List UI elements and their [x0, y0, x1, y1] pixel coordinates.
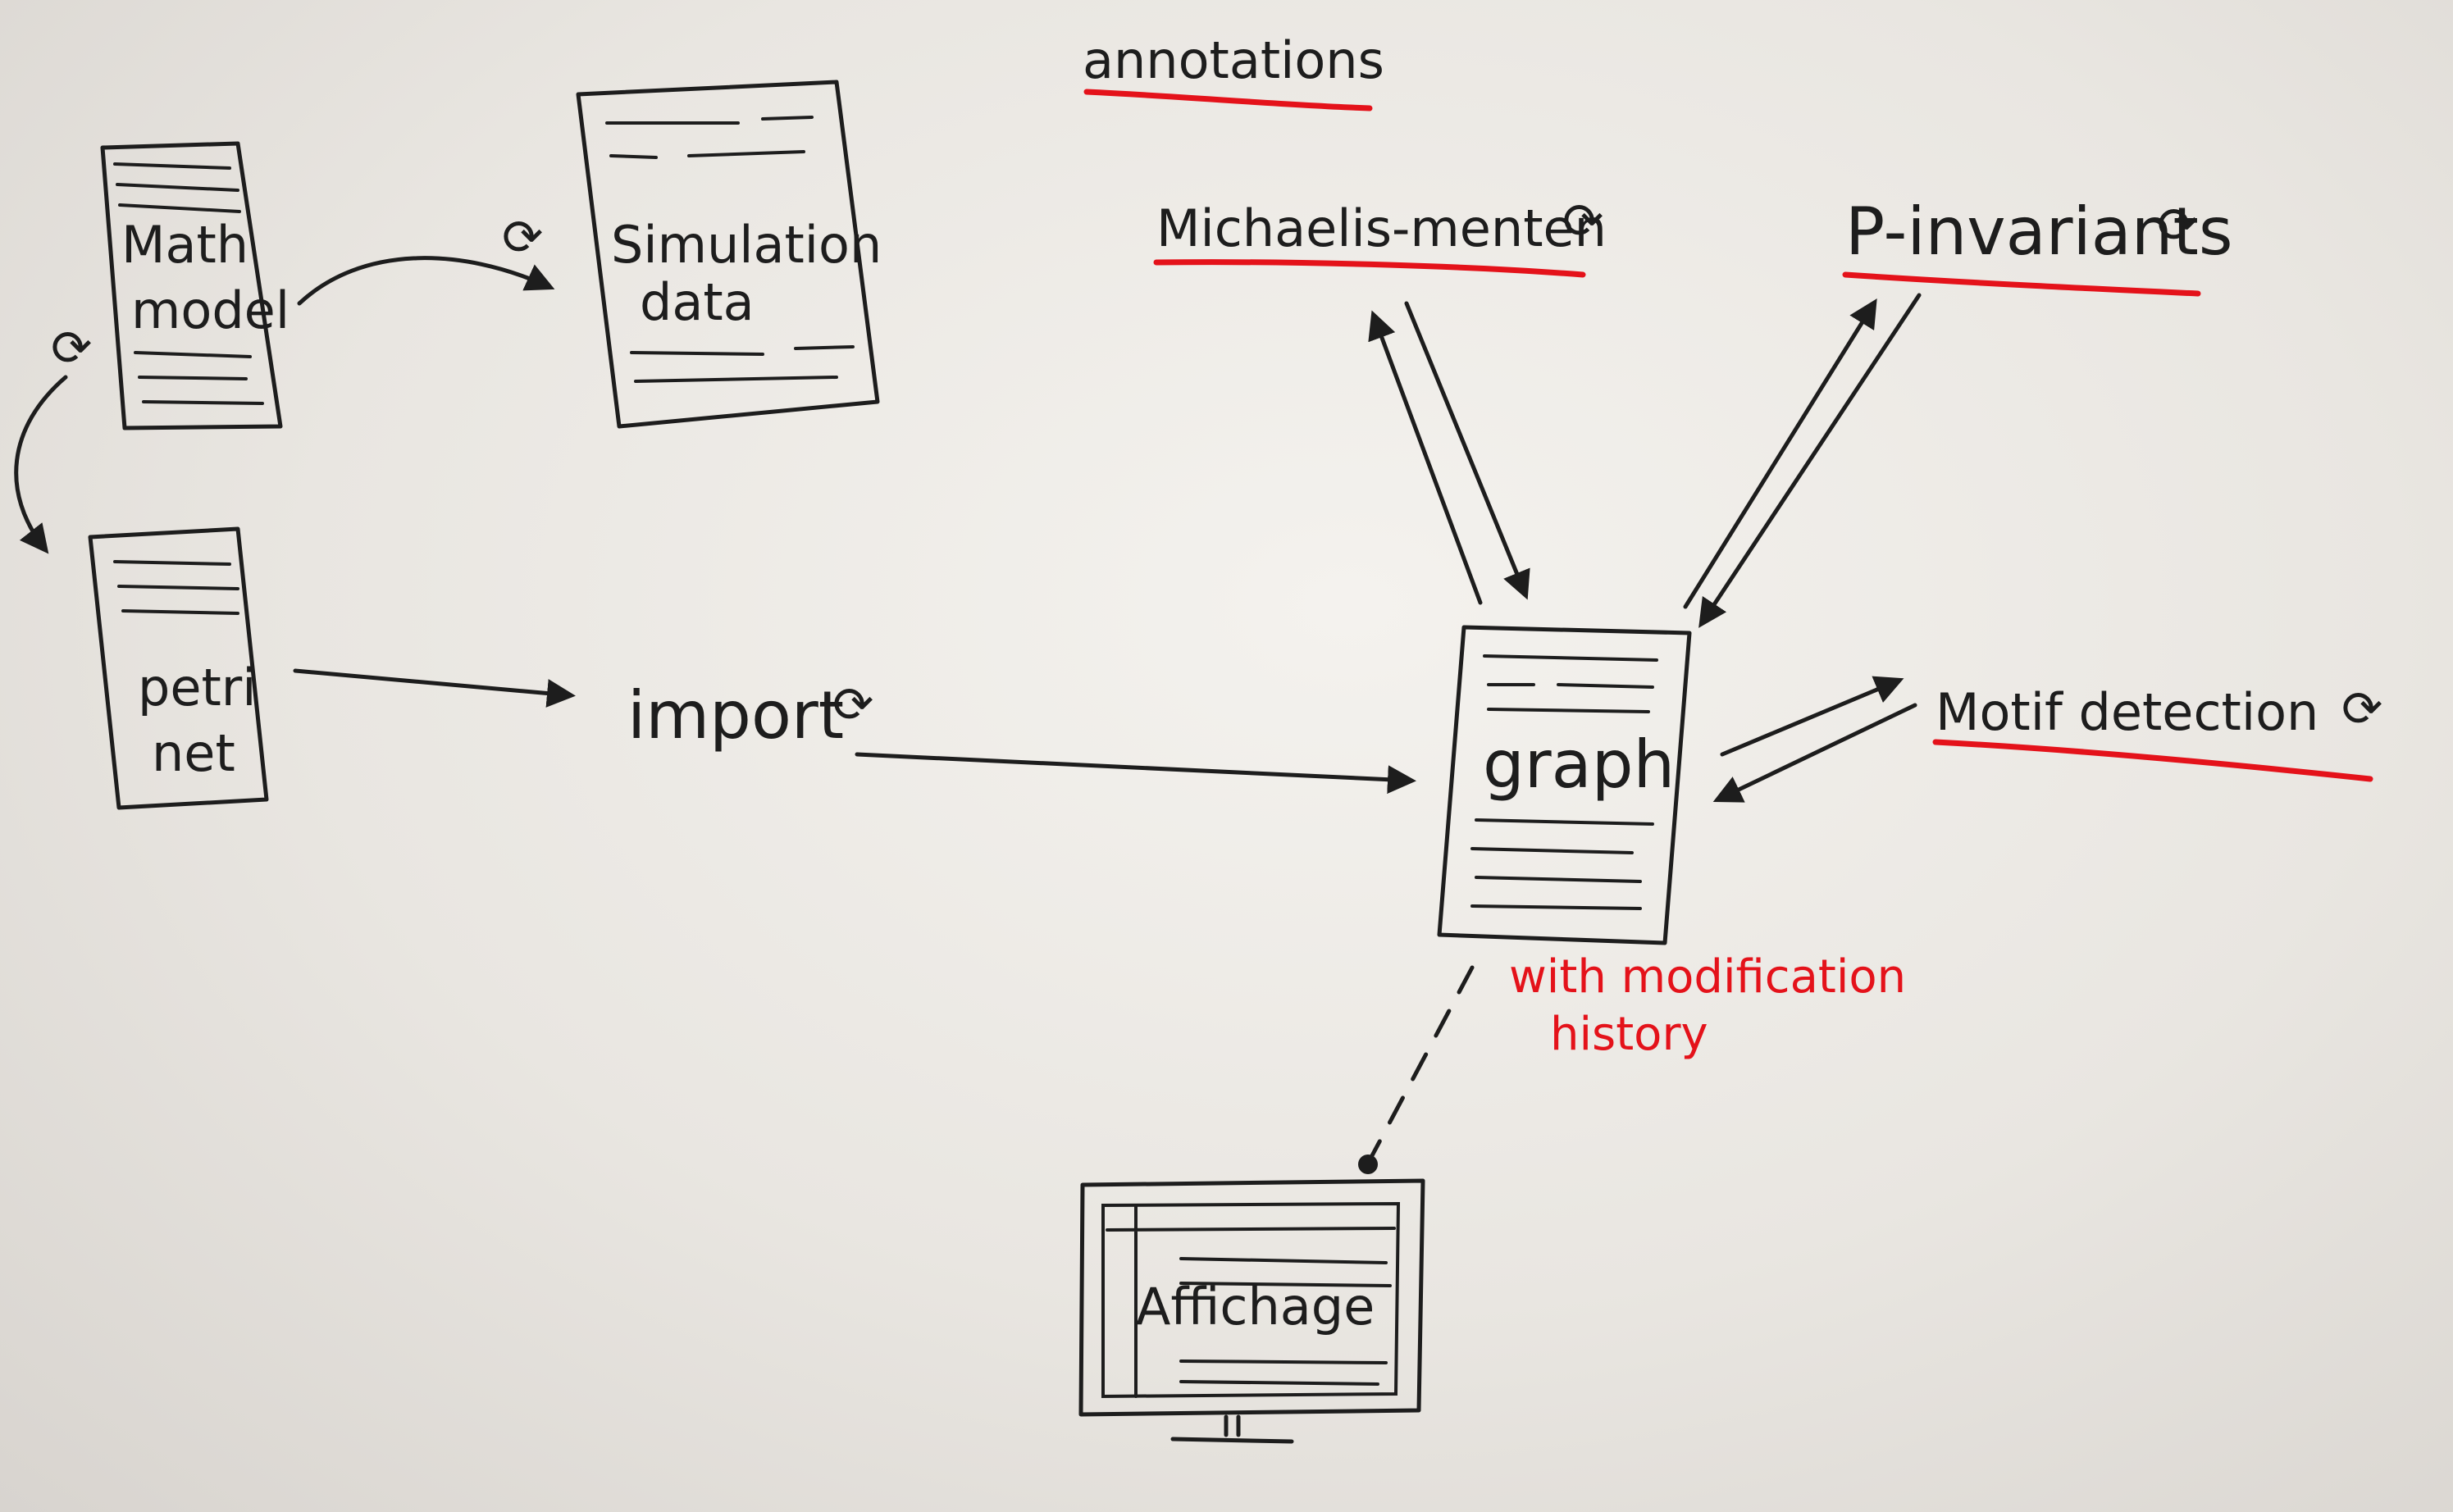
arrows — [14, 256, 1922, 1174]
petri-net-label-line1: petri — [138, 658, 257, 717]
dashed-link-endpoint — [1358, 1154, 1378, 1174]
graph-note-line1: with modification — [1509, 950, 1906, 1004]
graph-note: with modification history — [1509, 950, 1906, 1061]
michaelis-menten-refresh-icon: ⟳ — [1562, 193, 1603, 250]
annotations-header: annotations — [1083, 30, 1384, 112]
michaelis-menten-tool: Michaelis-menten ⟳ — [1153, 193, 1607, 278]
import-node: import ⟳ — [627, 676, 873, 754]
graph-document: graph — [1437, 625, 1692, 945]
motif-detection-label: Motif detection — [1935, 682, 2318, 742]
math-model-refresh-icon: ⟳ — [51, 320, 92, 377]
display-monitor: Affichage — [1078, 1178, 1425, 1444]
simulation-data-label-line1: Simulation — [611, 215, 882, 275]
petri-net-document: petri net — [88, 526, 269, 810]
annotations-title: annotations — [1083, 30, 1384, 90]
import-label: import — [627, 677, 844, 754]
simulation-data-label-line2: data — [640, 272, 755, 332]
import-refresh-icon: ⟳ — [832, 676, 873, 734]
simulation-data-document: Simulation data ⟳ — [502, 80, 882, 429]
graph-note-line2: history — [1550, 1008, 1708, 1061]
petri-net-label-line2: net — [152, 723, 235, 783]
display-label: Affichage — [1136, 1277, 1375, 1337]
math-model-document: Math model ⟳ — [51, 141, 290, 430]
math-model-label-line2: model — [131, 280, 290, 340]
p-invariants-label: P-invariants — [1845, 194, 2233, 270]
p-invariants-tool: P-invariants ⟳ — [1842, 194, 2233, 297]
math-model-label-line1: Math — [121, 215, 248, 275]
motif-detection-refresh-icon: ⟳ — [2341, 681, 2382, 738]
graph-label: graph — [1483, 726, 1675, 803]
p-invariants-refresh-icon: ⟳ — [2157, 197, 2198, 254]
motif-detection-tool: Motif detection ⟳ — [1932, 681, 2382, 782]
michaelis-menten-label: Michaelis-menten — [1156, 198, 1607, 258]
simulation-refresh-icon: ⟳ — [502, 209, 543, 266]
